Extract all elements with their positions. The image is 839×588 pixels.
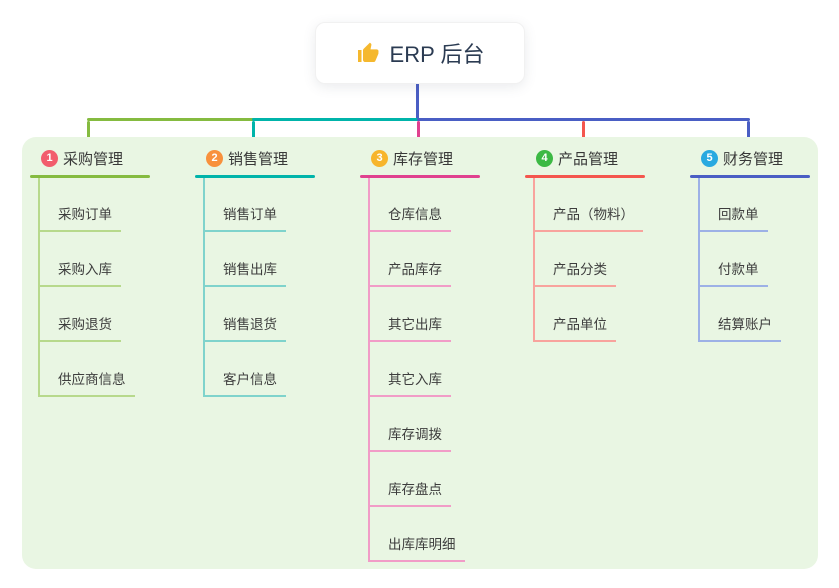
child-node[interactable]: 出库库明细 [368,536,465,562]
branch-underline [195,175,315,178]
child-node[interactable]: 仓库信息 [368,206,451,232]
branch-underline [690,175,810,178]
child-node[interactable]: 产品（物料） [533,206,643,232]
child-node[interactable]: 供应商信息 [38,371,135,397]
root-node[interactable]: ERP 后台 [315,22,525,84]
child-node[interactable]: 销售订单 [203,206,286,232]
branch-number-badge: 4 [536,150,553,167]
child-node[interactable]: 回款单 [698,206,768,232]
branch-underline [30,175,150,178]
connector-root-stem [416,82,419,121]
branch-title: 销售管理 [228,151,289,168]
branch-child-connector [533,178,535,342]
connector-drop-5 [747,121,750,146]
branch-child-connector [368,178,370,562]
connector-horizontal-3 [417,118,750,121]
branch-title: 财务管理 [723,151,784,168]
child-node[interactable]: 采购订单 [38,206,121,232]
child-node[interactable]: 产品分类 [533,261,616,287]
connector-drop-4 [582,121,585,146]
connector-drop-3 [417,121,420,146]
branch-number-badge: 1 [41,150,58,167]
connector-drop-1 [87,121,90,146]
branch-child-connector [203,178,205,397]
thumbs-up-icon [356,41,380,65]
child-node[interactable]: 客户信息 [203,371,286,397]
child-node[interactable]: 库存调拨 [368,426,451,452]
child-node[interactable]: 产品单位 [533,316,616,342]
child-node[interactable]: 采购入库 [38,261,121,287]
branch-child-connector [38,178,40,397]
branch-title: 产品管理 [558,151,619,168]
child-node[interactable]: 结算账户 [698,316,781,342]
branch-number-badge: 3 [371,150,388,167]
child-node[interactable]: 其它出库 [368,316,451,342]
connector-drop-2 [252,121,255,146]
branch-child-connector [698,178,700,342]
child-node[interactable]: 销售出库 [203,261,286,287]
branch-underline [360,175,480,178]
root-title: ERP 后台 [389,42,485,67]
child-node[interactable]: 产品库存 [368,261,451,287]
branch-title: 采购管理 [63,151,124,168]
branch-title: 库存管理 [393,151,454,168]
child-node[interactable]: 库存盘点 [368,481,451,507]
branch-number-badge: 5 [701,150,718,167]
branches-panel [22,137,818,569]
child-node[interactable]: 销售退货 [203,316,286,342]
child-node[interactable]: 其它入库 [368,371,451,397]
child-node[interactable]: 采购退货 [38,316,121,342]
connector-horizontal-1 [87,118,255,121]
connector-horizontal-2 [252,118,420,121]
branch-underline [525,175,645,178]
branch-number-badge: 2 [206,150,223,167]
child-node[interactable]: 付款单 [698,261,768,287]
